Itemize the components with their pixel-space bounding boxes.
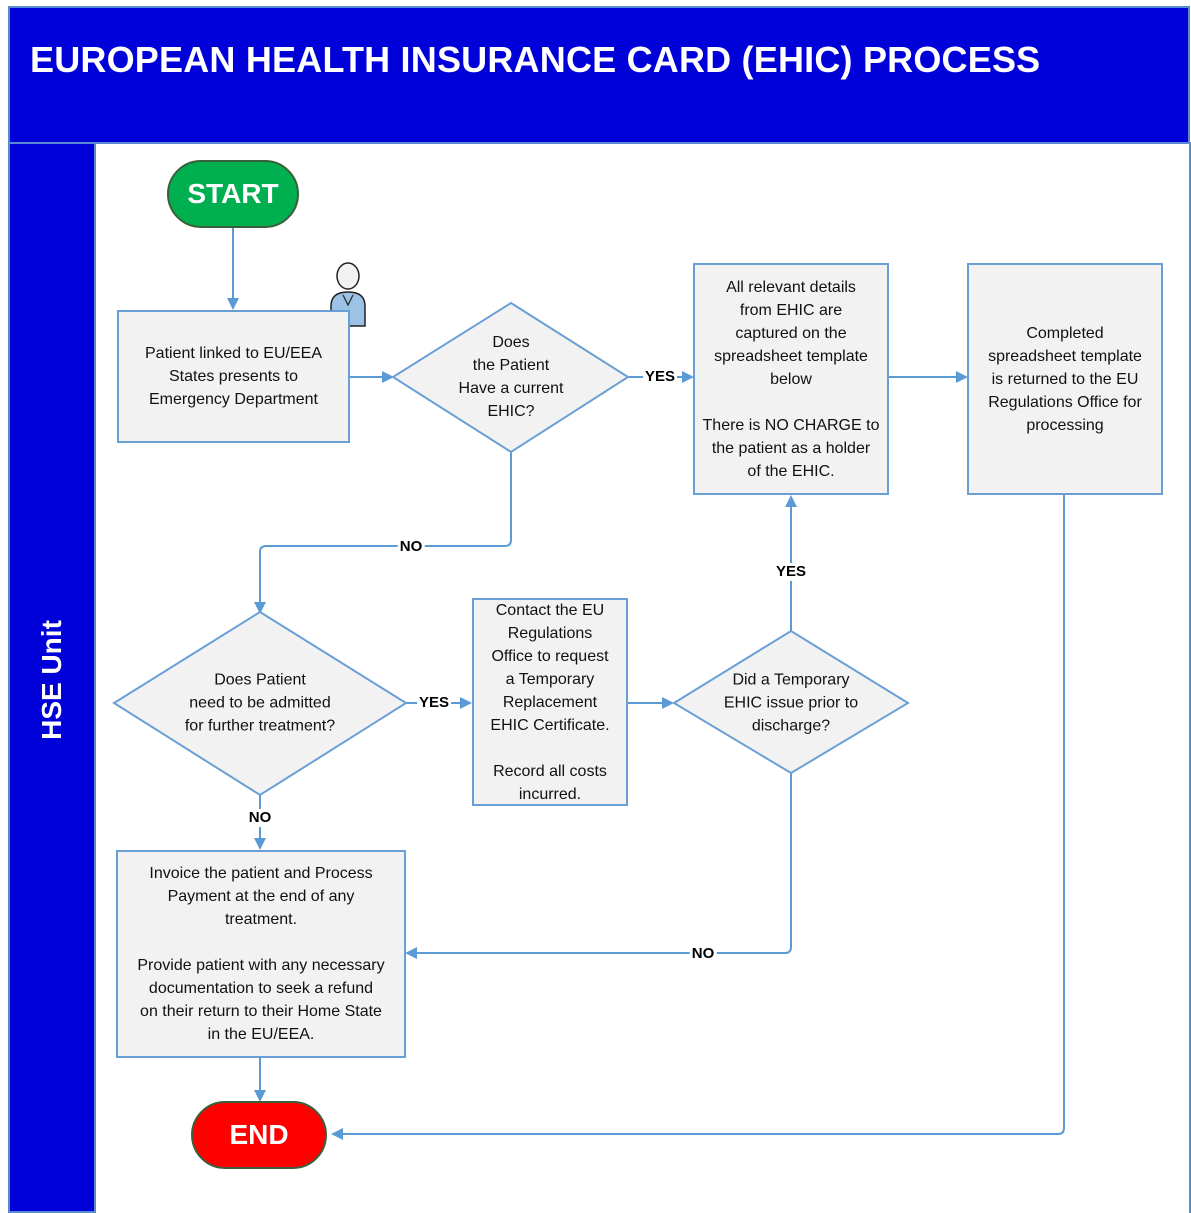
start-terminal: START [167, 160, 299, 228]
page-title: EUROPEAN HEALTH INSURANCE CARD (EHIC) PR… [30, 39, 1041, 80]
swimlane-header [8, 142, 96, 1213]
process-return-template: Completed spreadsheet template is return… [967, 263, 1163, 495]
edge-label-ehic-no: NO [397, 538, 425, 556]
header-subbar [8, 104, 1190, 144]
edge-temp-no [405, 773, 792, 959]
process-invoice-patient: Invoice the patient and Process Payment … [116, 850, 406, 1058]
decision-temp-ehic-shape [672, 629, 910, 775]
edge-label-ehic-yes: YES [642, 368, 678, 386]
edge-label-admit-yes: YES [416, 694, 452, 712]
edge-return-to-end [331, 495, 1065, 1140]
swimlane-body [94, 142, 1191, 1213]
edge-ehic-no [254, 452, 512, 614]
edge-label-admit-no: NO [246, 809, 274, 827]
edge-label-temp-yes: YES [773, 563, 809, 581]
title-bar: EUROPEAN HEALTH INSURANCE CARD (EHIC) PR… [8, 6, 1190, 106]
person-icon [330, 262, 366, 327]
decision-temp-ehic: Did a Temporary EHIC issue prior to disc… [723, 671, 859, 735]
decision-current-ehic: Does the Patient Have a current EHIC? [458, 334, 564, 420]
decision-current-ehic-shape [391, 301, 630, 454]
decision-admission-shape [112, 610, 408, 797]
process-contact-office: Contact the EU Regulations Office to req… [472, 598, 628, 806]
end-terminal: END [191, 1101, 327, 1169]
decision-admission: Does Patient need to be admitted for fur… [184, 671, 336, 735]
process-patient-presents: Patient linked to EU/EEA States presents… [117, 310, 350, 443]
edge-label-temp-no: NO [689, 945, 717, 963]
process-capture-details: All relevant details from EHIC are captu… [693, 263, 889, 495]
